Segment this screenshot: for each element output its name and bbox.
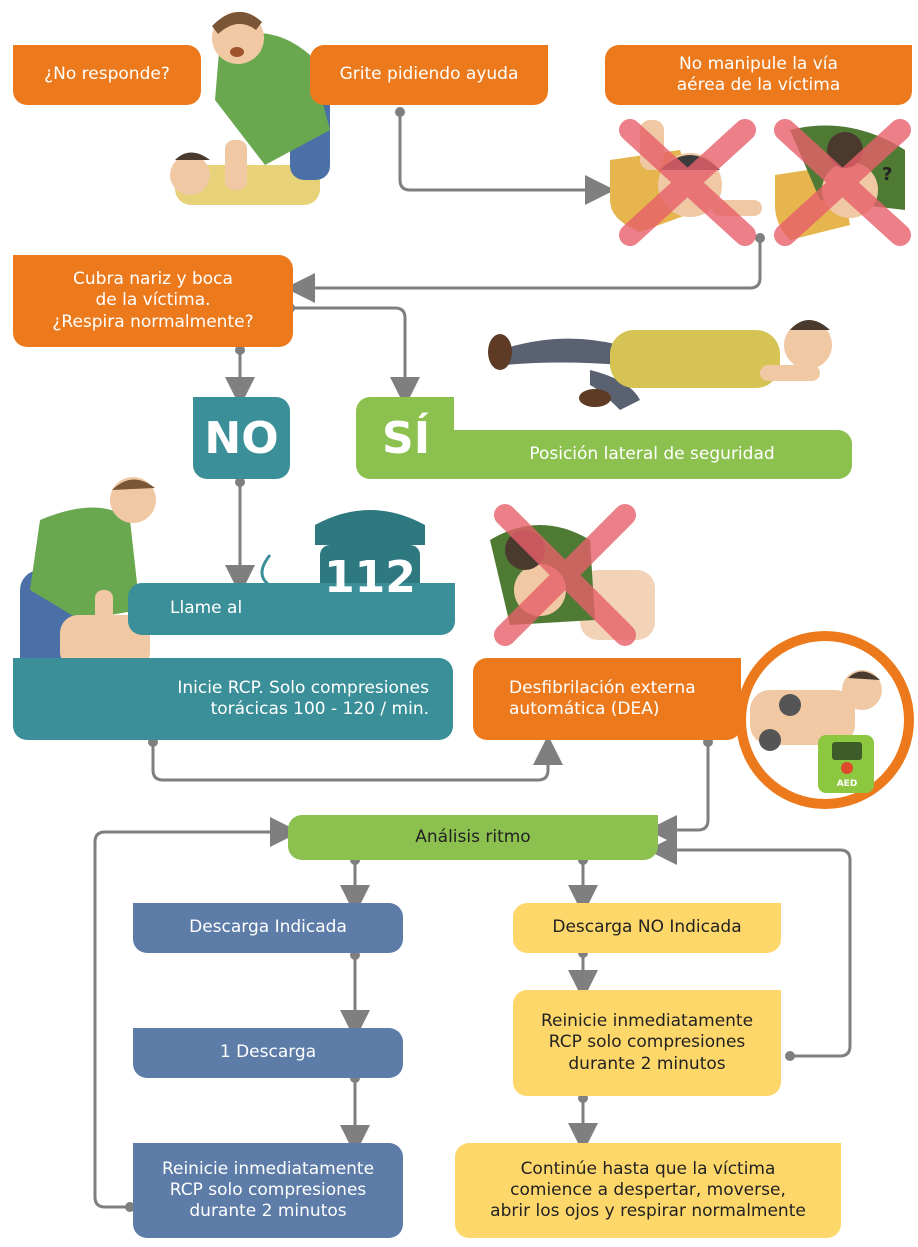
recovery-position-illustration bbox=[488, 320, 832, 410]
step-no-responde: ¿No responde? bbox=[13, 45, 201, 105]
step-dea: Desfibrilación externa automática (DEA) bbox=[473, 658, 741, 740]
connector-dea-analisis bbox=[647, 742, 710, 845]
step-inicie-rcp: Inicie RCP. Solo compresiones torácicas … bbox=[13, 658, 453, 740]
step-descarga-indicada: Descarga Indicada bbox=[133, 903, 403, 953]
step-cubra: Cubra nariz y boca de la víctima. ¿Respi… bbox=[13, 255, 293, 347]
step-grite: Grite pidiendo ayuda bbox=[310, 45, 548, 105]
step-cubra-text: Cubra nariz y boca de la víctima. ¿Respi… bbox=[52, 269, 254, 332]
step-analisis: Análisis ritmo bbox=[288, 815, 658, 860]
step-una-descarga-text: 1 Descarga bbox=[219, 1042, 317, 1063]
step-descarga-no-text: Descarga NO Indicada bbox=[552, 917, 742, 938]
svg-text:?: ? bbox=[882, 164, 892, 185]
person-shouting-illustration bbox=[170, 11, 330, 205]
step-continue-text: Continúe hasta que la víctima comience a… bbox=[490, 1158, 806, 1222]
step-inicie-rcp-text: Inicie RCP. Solo compresiones torácicas … bbox=[177, 677, 429, 719]
answer-no: NO bbox=[193, 397, 290, 479]
step-analisis-text: Análisis ritmo bbox=[415, 826, 531, 847]
connector-rcp-dea bbox=[151, 735, 563, 782]
step-posicion: Posición lateral de seguridad bbox=[452, 430, 852, 479]
answer-si-text: SÍ bbox=[382, 412, 431, 464]
step-no-responde-text: ¿No responde? bbox=[44, 64, 170, 85]
step-continue: Continúe hasta que la víctima comience a… bbox=[455, 1143, 841, 1238]
step-posicion-text: Posición lateral de seguridad bbox=[529, 443, 775, 464]
aed-label: AED bbox=[837, 779, 858, 789]
connector-cubra-si bbox=[290, 306, 420, 407]
step-reinicie-left-text: Reinicie inmediatamente RCP solo compres… bbox=[161, 1158, 375, 1222]
connector-grite-airway bbox=[398, 112, 615, 205]
step-llame-text: Llame al bbox=[170, 598, 243, 619]
step-reinicie-right-text: Reinicie inmediatamente RCP solo compres… bbox=[540, 1011, 754, 1074]
answer-no-text: NO bbox=[204, 412, 279, 464]
phone-number: 112 bbox=[324, 546, 416, 608]
connector-loop-right bbox=[647, 835, 852, 1058]
aed-illustration bbox=[736, 631, 914, 809]
step-descarga-indicada-text: Descarga Indicada bbox=[189, 917, 347, 938]
step-no-manipule: No manipule la vía aérea de la víctima bbox=[605, 45, 912, 105]
airway-manipulation-crossed bbox=[610, 119, 762, 246]
step-grite-text: Grite pidiendo ayuda bbox=[339, 64, 519, 85]
step-una-descarga: 1 Descarga bbox=[133, 1028, 403, 1078]
phone-number-text: 112 bbox=[324, 551, 416, 603]
mouth-to-mouth-crossed bbox=[490, 504, 655, 646]
connector-airway-cubra bbox=[285, 238, 762, 303]
step-descarga-no: Descarga NO Indicada bbox=[513, 903, 781, 953]
answer-si: SÍ bbox=[356, 397, 454, 479]
step-llame: Llame al bbox=[128, 583, 455, 635]
step-dea-text: Desfibrilación externa automática (DEA) bbox=[509, 677, 696, 719]
step-reinicie-right: Reinicie inmediatamente RCP solo compres… bbox=[513, 990, 781, 1096]
connector-loop-left bbox=[93, 817, 300, 1209]
step-no-manipule-text: No manipule la vía aérea de la víctima bbox=[676, 53, 841, 95]
mouth-check-crossed: ? bbox=[774, 119, 911, 246]
step-reinicie-left: Reinicie inmediatamente RCP solo compres… bbox=[133, 1143, 403, 1238]
